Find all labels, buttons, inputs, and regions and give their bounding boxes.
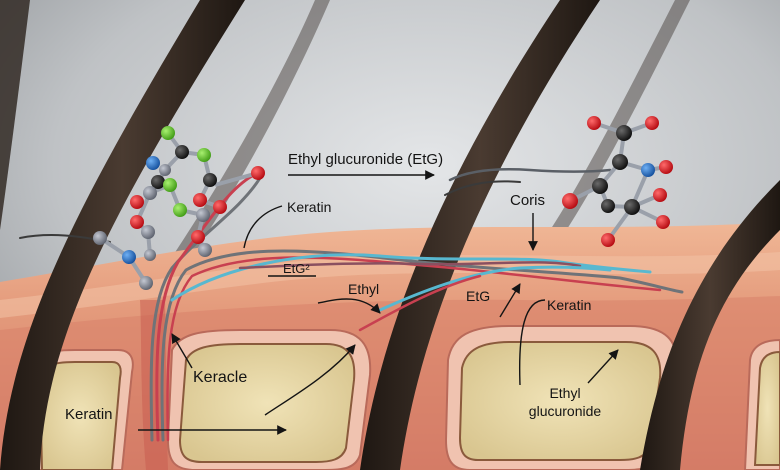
background-hairs bbox=[170, 0, 690, 260]
label-coris: Coris bbox=[510, 192, 546, 209]
follicle-channel bbox=[140, 300, 168, 470]
arrow-keracle-right bbox=[264, 344, 356, 416]
fiber-strands bbox=[19, 168, 684, 442]
molecule-left bbox=[93, 126, 265, 290]
molecule-right bbox=[562, 116, 673, 247]
label-keracle: Keracle bbox=[193, 369, 248, 386]
label-keratin-left: Keratin bbox=[65, 406, 113, 423]
follicle-right bbox=[444, 325, 678, 470]
label-ethyl-glucuronide: Ethyl glucuronide bbox=[520, 385, 610, 421]
follicle-left bbox=[26, 349, 134, 470]
label-keratin-right: Keratin bbox=[547, 297, 592, 313]
leader-keratin-right bbox=[518, 299, 546, 386]
hair-shaft-left bbox=[0, 0, 245, 470]
label-ethyl-glucuronide-line1: Ethyl bbox=[549, 385, 581, 401]
label-etg-mid: EtG bbox=[466, 288, 491, 304]
label-ethyl-glucuronide-line2: glucuronide bbox=[528, 402, 602, 419]
arrow-ethyl bbox=[317, 298, 381, 314]
hair-shaft-center bbox=[360, 0, 600, 470]
label-ethyl: Ethyl bbox=[348, 281, 380, 297]
arrow-keracle bbox=[171, 333, 193, 369]
follicle-far-right bbox=[743, 338, 780, 470]
label-etg2: EtG² bbox=[283, 261, 310, 276]
hair-shaft-right bbox=[640, 180, 780, 470]
annotation-arrows bbox=[138, 170, 619, 435]
hair-shaft-far-left bbox=[0, 0, 30, 230]
label-keratin-top: Keratin bbox=[287, 199, 332, 215]
leader-keratin-top bbox=[243, 205, 283, 249]
arrow-ethyl-glucuronide bbox=[587, 349, 619, 384]
label-ethyl-glucuronide-etg: Ethyl glucuronide (EtG) bbox=[288, 151, 444, 168]
arrow-etg-mid bbox=[499, 283, 521, 318]
follicle-center bbox=[166, 329, 372, 470]
